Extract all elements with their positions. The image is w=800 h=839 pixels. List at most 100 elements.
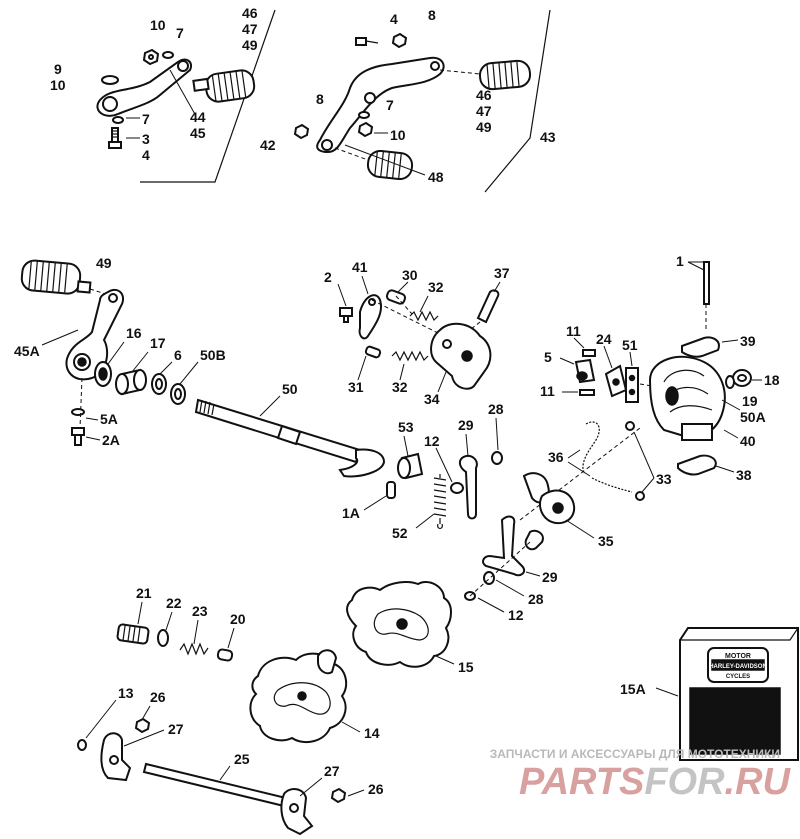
callout-40: 40	[740, 433, 756, 449]
leader-50	[259, 395, 281, 417]
callout-15: 15	[458, 659, 474, 675]
cam-14-hub	[297, 691, 307, 701]
watermark-tagline: ЗАПЧАСТИ И АКСЕССУАРЫ ДЛЯ МОТОТЕХНИКИ	[490, 747, 780, 761]
shaft-collar	[276, 424, 302, 446]
callout-33: 33	[656, 471, 672, 487]
plate-24-hole	[612, 378, 620, 386]
harley-logo-band	[711, 659, 765, 671]
shift-pawl-34	[430, 322, 492, 390]
callout-7: 7	[176, 25, 184, 41]
callout-11: 11	[566, 323, 581, 339]
box-top-edge	[680, 627, 799, 641]
leader-35	[565, 519, 595, 539]
leader-41	[361, 275, 369, 295]
housing-40-lower-block	[681, 423, 713, 441]
callout-26: 26	[150, 689, 166, 705]
callout-48: 48	[428, 169, 444, 185]
watermark-logo: PARTSFOR.RU	[519, 761, 792, 803]
leader-17	[131, 351, 149, 373]
leader-27a	[123, 729, 165, 747]
nut-10-mid	[357, 121, 374, 138]
shift-cam-15	[346, 580, 455, 668]
callout-36: 36	[548, 449, 564, 465]
plate-51-hole1	[628, 374, 636, 382]
lever-peg-hole	[177, 60, 189, 72]
callout-49: 49	[476, 119, 492, 135]
leader-51	[629, 351, 633, 367]
callout-26: 26	[368, 781, 384, 797]
group-42-bracket	[140, 9, 276, 183]
plug-21	[116, 623, 150, 645]
callout-10: 10	[390, 127, 406, 143]
shift-housing-40	[648, 355, 726, 438]
leader-13	[85, 699, 117, 739]
toe-peg-rubber	[478, 59, 532, 91]
callout-1: 1	[676, 253, 684, 269]
screw-2	[339, 307, 353, 317]
spring-32-upper	[409, 310, 439, 322]
detent-parts	[116, 601, 235, 662]
callout-50A: 50A	[740, 409, 766, 425]
shift-drum-pawl-cluster	[337, 275, 501, 393]
callout-47: 47	[476, 103, 492, 119]
leader-20	[227, 627, 235, 649]
cam-14-boss	[317, 649, 338, 675]
leader-25	[219, 765, 231, 781]
cam-follower-dash	[519, 427, 641, 521]
callout-34: 34	[424, 391, 440, 407]
watermark-logo-for: FOR	[644, 761, 725, 803]
spring-clip-38	[677, 454, 717, 476]
watermark-logo-ru: .RU	[725, 761, 792, 803]
nut-8-top	[391, 32, 408, 49]
shifter-shaft-50	[194, 395, 447, 530]
left-shifter-assembly	[20, 259, 199, 446]
leader-34	[437, 371, 447, 393]
group-42-shifter-lever	[96, 9, 276, 183]
leader-11a	[573, 337, 585, 349]
bushing-5-end	[576, 371, 588, 381]
leader-24	[603, 345, 613, 369]
logo-line3: CYCLES	[726, 674, 750, 680]
leader-53	[403, 435, 409, 457]
callout-5A: 5A	[100, 411, 118, 427]
fork-shaft-assembly	[77, 699, 365, 836]
shaft-pawl-end	[338, 448, 386, 478]
pawl-34-hole	[461, 350, 473, 362]
watermark: ЗАПЧАСТИ И АКСЕССУАРЫ ДЛЯ МОТОТЕХНИКИ PA…	[490, 747, 792, 803]
washer-6-hole	[155, 378, 163, 390]
callout-8: 8	[428, 7, 436, 23]
callout-45A: 45A	[14, 343, 40, 359]
box-dark-panel	[689, 687, 781, 755]
peg-49-dash	[89, 288, 113, 297]
nut-26-left	[134, 717, 151, 734]
callout-50B: 50B	[200, 347, 226, 363]
shift-arm-35-hole	[552, 502, 564, 514]
plunger-20	[216, 648, 234, 662]
callout-8: 8	[316, 91, 324, 107]
leader-45A	[41, 329, 79, 346]
leader-15	[435, 655, 455, 665]
plate-51-hole2	[628, 388, 636, 396]
plunger-30	[385, 289, 407, 305]
group-43-bracket	[484, 9, 551, 193]
lever-45A-spline-center	[77, 357, 87, 367]
callout-21: 21	[136, 585, 152, 601]
callout-24: 24	[596, 331, 612, 347]
callout-14: 14	[364, 725, 380, 741]
callout-2: 2	[324, 269, 332, 285]
callout-28: 28	[488, 401, 504, 417]
pawl-29-lower	[482, 515, 526, 577]
callout-32: 32	[428, 279, 444, 295]
leader-31	[357, 355, 367, 381]
leader-32a	[419, 295, 429, 313]
callout-51: 51	[622, 337, 638, 353]
leader-12b	[477, 597, 505, 613]
washer-9	[101, 75, 119, 85]
washer-7-mid	[358, 111, 370, 119]
washer-7-lower	[112, 116, 124, 124]
pin-37-dash	[461, 321, 481, 337]
callout-46: 46	[242, 5, 258, 21]
callout-31: 31	[348, 379, 364, 395]
bolt-4-shank	[365, 40, 379, 44]
